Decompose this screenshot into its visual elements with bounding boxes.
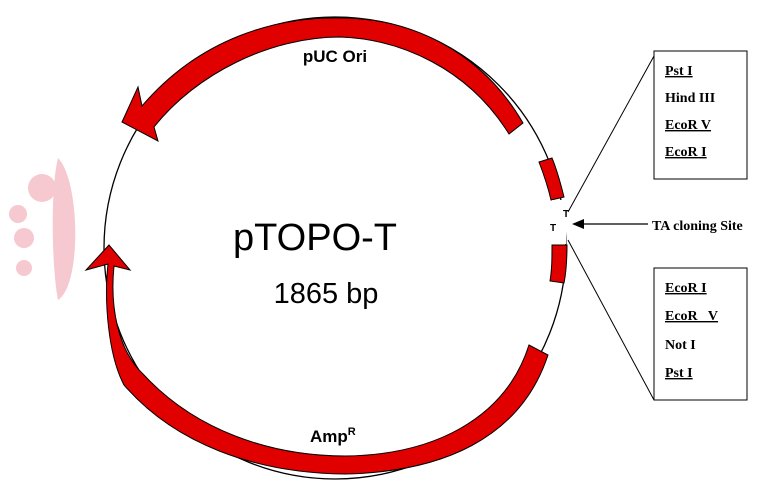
plasmid-size: 1865 bp	[274, 278, 379, 310]
puc-ori-feature	[121, 17, 524, 142]
site-bottom-2: EcoR V	[665, 309, 718, 324]
restriction-box-bottom	[653, 267, 748, 401]
ampr-feature	[84, 244, 549, 475]
ta-site-label: TA cloning Site	[652, 219, 743, 234]
site-top-3: EcoR V	[665, 118, 711, 133]
mcs-segment-bottom	[549, 244, 568, 284]
site-bottom-3: Not I	[665, 338, 696, 353]
ta-site-arrowhead	[572, 219, 584, 229]
watermark-logo	[9, 158, 76, 300]
site-bottom-4: Pst I	[665, 366, 693, 381]
plasmid-name: pTOPO-T	[233, 217, 397, 259]
restriction-box-top	[653, 50, 748, 180]
ampr-label-main: Amp	[310, 427, 348, 446]
site-top-4: EcoR I	[665, 145, 707, 160]
leader-line-bottom	[567, 239, 655, 401]
ampr-label: AmpR	[310, 426, 356, 446]
t-overhang-bottom: T	[550, 223, 556, 234]
ori-label: pUC Ori	[303, 47, 367, 66]
site-top-2: Hind III	[665, 91, 715, 106]
mcs-segment-top	[538, 157, 565, 201]
leader-line-top	[567, 55, 655, 213]
ampr-label-superscript: R	[348, 426, 356, 438]
site-bottom-1: EcoR I	[665, 281, 707, 296]
t-overhang-top: T	[563, 209, 569, 220]
site-top-1: Pst I	[665, 64, 693, 79]
